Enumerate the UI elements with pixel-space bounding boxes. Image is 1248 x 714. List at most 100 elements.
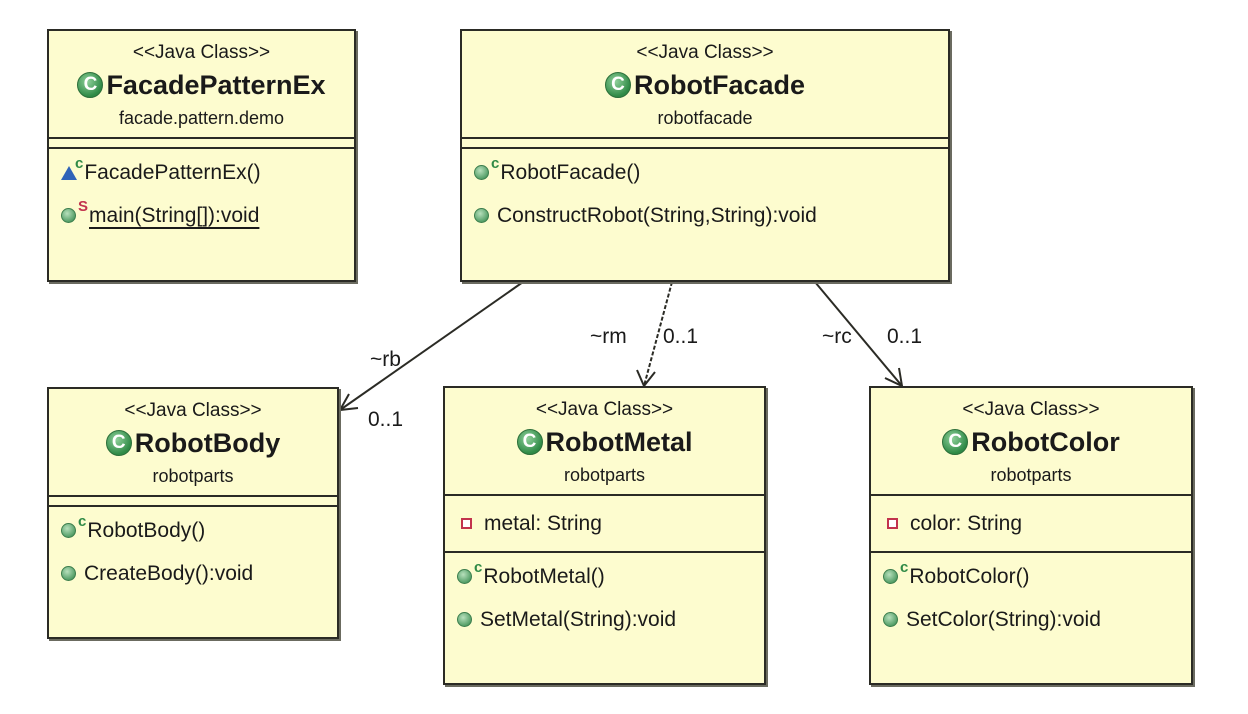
operation-row[interactable]: SetMetal(String):void: [445, 598, 764, 641]
class-header: <<Java Class>> C RobotBody robotparts: [49, 389, 337, 489]
operation-row[interactable]: c RobotMetal(): [445, 555, 764, 598]
public-method-icon: [883, 569, 898, 584]
public-method-icon: [457, 569, 472, 584]
operation-text: ConstructRobot(String,String):void: [497, 204, 817, 227]
attributes-compartment: [462, 139, 948, 147]
class-icon: C: [105, 430, 132, 456]
constructor-marker-icon: c: [491, 155, 500, 172]
operation-row[interactable]: ConstructRobot(String,String):void: [462, 194, 948, 237]
public-method-icon: [61, 208, 76, 223]
class-name-text: RobotBody: [134, 428, 281, 458]
role-label-rm: ~rm: [590, 325, 627, 348]
operation-row[interactable]: c RobotBody(): [49, 509, 337, 552]
attributes-compartment: [49, 497, 337, 505]
divider: [462, 147, 948, 149]
constructor-marker-icon: c: [474, 559, 483, 576]
operation-text: RobotMetal(): [483, 565, 605, 588]
operation-row[interactable]: SetColor(String):void: [871, 598, 1191, 641]
package-label: robotparts: [152, 466, 234, 486]
role-label-rc: ~rc: [822, 325, 852, 348]
divider: [871, 551, 1191, 553]
class-header: <<Java Class>> C RobotColor robotparts: [871, 388, 1191, 488]
divider: [462, 137, 948, 139]
association-line-rc[interactable]: [814, 281, 903, 387]
public-method-icon: [883, 612, 898, 627]
class-name: C RobotColor: [871, 422, 1191, 462]
divider: [871, 494, 1191, 496]
attribute-text: color: String: [910, 512, 1023, 535]
stereotype-label: <<Java Class>>: [132, 42, 271, 63]
operation-row[interactable]: c RobotFacade(): [462, 151, 948, 194]
constructor-marker-icon: c: [78, 513, 87, 530]
operation-text: FacadePatternEx(): [84, 161, 261, 184]
public-method-icon: [474, 165, 489, 180]
public-method-icon: [61, 566, 76, 581]
class-header: <<Java Class>> C FacadePatternEx facade.…: [49, 31, 354, 131]
class-name: C RobotBody: [49, 423, 337, 463]
attribute-row[interactable]: color: String: [871, 502, 1191, 545]
class-icon: C: [77, 72, 104, 98]
class-header: <<Java Class>> C RobotFacade robotfacade: [462, 31, 948, 131]
public-method-icon: [457, 612, 472, 627]
class-icon: C: [604, 72, 631, 98]
attribute-text: metal: String: [484, 512, 602, 535]
package-label: robotparts: [563, 465, 646, 485]
class-box-robotfacade[interactable]: <<Java Class>> C RobotFacade robotfacade…: [460, 29, 950, 282]
class-name-text: RobotFacade: [633, 70, 806, 100]
class-name-text: RobotColor: [971, 427, 1120, 457]
operations-compartment: c RobotFacade() ConstructRobot(String,St…: [462, 149, 948, 237]
arrowhead-rb: [338, 393, 359, 412]
package-visibility-icon: [61, 165, 77, 180]
divider: [49, 495, 337, 497]
package-label: robotparts: [990, 465, 1072, 485]
operation-row[interactable]: S main(String[]):void: [49, 194, 354, 237]
divider: [49, 137, 354, 139]
private-field-icon: [887, 518, 898, 529]
operation-text: RobotColor(): [909, 565, 1030, 588]
divider: [445, 551, 764, 553]
private-field-icon: [461, 518, 472, 529]
divider: [49, 147, 354, 149]
operation-text: RobotBody(): [87, 519, 206, 542]
operation-text: CreateBody():void: [84, 562, 254, 585]
role-label-rb: ~rb: [370, 348, 401, 371]
package-label: robotfacade: [657, 108, 753, 128]
package-label: facade.pattern.demo: [118, 108, 285, 128]
class-icon: C: [942, 429, 969, 455]
attributes-compartment: [49, 139, 354, 147]
public-method-icon: [474, 208, 489, 223]
class-box-facadepatternex[interactable]: <<Java Class>> C FacadePatternEx facade.…: [47, 29, 356, 282]
operations-compartment: c RobotBody() CreateBody():void: [49, 507, 337, 595]
multiplicity-label-rc: 0..1: [887, 325, 923, 348]
class-name-text: FacadePatternEx: [106, 70, 326, 100]
operation-row[interactable]: c RobotColor(): [871, 555, 1191, 598]
operation-text: SetColor(String):void: [906, 608, 1101, 631]
attributes-compartment: color: String: [871, 496, 1191, 551]
constructor-marker-icon: c: [75, 155, 84, 172]
operation-text: RobotFacade(): [500, 161, 641, 184]
operations-compartment: c RobotColor() SetColor(String):void: [871, 553, 1191, 641]
class-name: C RobotFacade: [462, 65, 948, 105]
class-name: C FacadePatternEx: [49, 65, 354, 105]
operation-text: main(String[]):void: [89, 204, 260, 227]
attributes-compartment: metal: String: [445, 496, 764, 551]
class-box-robotmetal[interactable]: <<Java Class>> C RobotMetal robotparts m…: [443, 386, 766, 685]
class-icon: C: [516, 429, 543, 455]
operations-compartment: c RobotMetal() SetMetal(String):void: [445, 553, 764, 641]
attribute-row[interactable]: metal: String: [445, 502, 764, 545]
public-method-icon: [61, 523, 76, 538]
class-box-robotbody[interactable]: <<Java Class>> C RobotBody robotparts c …: [47, 387, 339, 639]
stereotype-label: <<Java Class>>: [124, 400, 262, 421]
constructor-marker-icon: c: [900, 559, 909, 576]
operations-compartment: c FacadePatternEx() S main(String[]):voi…: [49, 149, 354, 237]
class-name-text: RobotMetal: [545, 427, 693, 457]
operation-row[interactable]: CreateBody():void: [49, 552, 337, 595]
association-line-rb[interactable]: [339, 281, 524, 411]
operation-row[interactable]: c FacadePatternEx(): [49, 151, 354, 194]
operation-text: SetMetal(String):void: [480, 608, 677, 631]
stereotype-label: <<Java Class>>: [535, 399, 674, 420]
class-header: <<Java Class>> C RobotMetal robotparts: [445, 388, 764, 488]
class-box-robotcolor[interactable]: <<Java Class>> C RobotColor robotparts c…: [869, 386, 1193, 685]
class-name: C RobotMetal: [445, 422, 764, 462]
multiplicity-label-rm: 0..1: [663, 325, 699, 348]
